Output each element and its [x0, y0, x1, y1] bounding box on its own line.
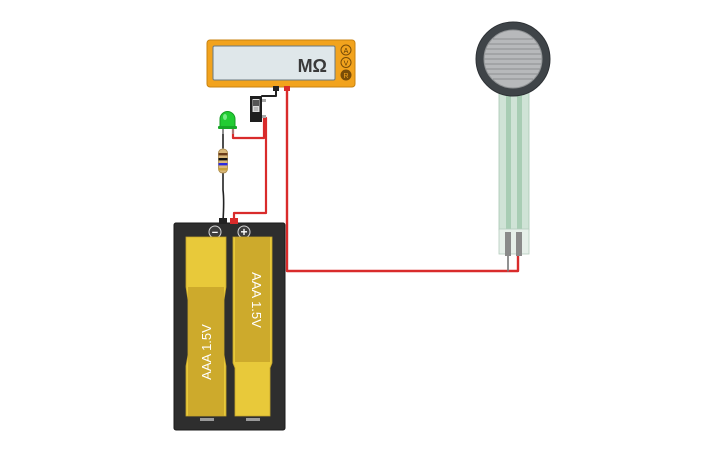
- mode-button-v-label: V: [344, 61, 349, 68]
- wire-red-meter-to-sensor[interactable]: [285, 87, 520, 273]
- switch-pin: [262, 115, 266, 118]
- sensor-interdigit-pattern: [484, 38, 542, 80]
- multimeter-mode-buttons: A V R: [340, 44, 352, 81]
- multimeter-unit: MΩ: [298, 56, 327, 76]
- multimeter[interactable]: MΩ A V R: [206, 39, 356, 91]
- led-green[interactable]: [218, 111, 237, 134]
- mode-button-r[interactable]: [340, 69, 352, 81]
- mode-button-a-label: A: [344, 48, 349, 55]
- battery-pack[interactable]: − + AAA 1.5V AAA 1.5V: [173, 218, 286, 431]
- mode-button-v[interactable]: [340, 57, 352, 68]
- wire-resistor-to-battery[interactable]: [222, 172, 225, 222]
- multimeter-display: [212, 45, 336, 81]
- multimeter-terminal-black[interactable]: [273, 86, 279, 91]
- multimeter-terminal-red[interactable]: [284, 86, 290, 91]
- led-highlight: [223, 114, 227, 120]
- sensor-pin-right[interactable]: [516, 232, 522, 256]
- resistor-band-3: [218, 163, 228, 166]
- cell-2-label: AAA 1.5V: [249, 272, 264, 328]
- battery-spring-left: [200, 418, 214, 421]
- sensor-tail: [498, 89, 530, 231]
- wire-black-meter-to-switch[interactable]: [261, 88, 277, 97]
- mode-button-r-label: R: [343, 73, 348, 80]
- mode-button-a[interactable]: [340, 44, 352, 56]
- resistor[interactable]: [218, 148, 228, 174]
- force-sensor[interactable]: [475, 21, 551, 256]
- slide-switch[interactable]: [250, 96, 266, 122]
- resistor-band-1: [218, 153, 228, 156]
- battery-cell-1: AAA 1.5V: [185, 236, 227, 417]
- wires: [222, 87, 520, 273]
- sensor-tail-end: [498, 228, 530, 255]
- resistor-band-2: [218, 158, 228, 161]
- cell-2-band: [235, 237, 270, 362]
- switch-knob[interactable]: [253, 100, 259, 106]
- resistor-band-4: [218, 168, 228, 171]
- cell-1-label: AAA 1.5V: [199, 324, 214, 380]
- battery-terminal-pos[interactable]: [230, 218, 238, 224]
- battery-cell-2: AAA 1.5V: [232, 236, 273, 417]
- battery-terminal-neg[interactable]: [219, 218, 227, 224]
- wire-red-switch-to-battery[interactable]: [232, 116, 268, 223]
- cell-1-band: [188, 287, 224, 416]
- led-dome: [219, 111, 236, 129]
- battery-neg-symbol: −: [212, 227, 218, 239]
- sensor-pin-left[interactable]: [505, 232, 511, 256]
- sensor-trace-left: [506, 90, 511, 230]
- battery-spring-right: [246, 418, 260, 421]
- led-rim: [218, 126, 237, 129]
- battery-pos-symbol: +: [240, 225, 247, 239]
- switch-pin: [262, 99, 266, 102]
- sensor-trace-right: [517, 90, 522, 230]
